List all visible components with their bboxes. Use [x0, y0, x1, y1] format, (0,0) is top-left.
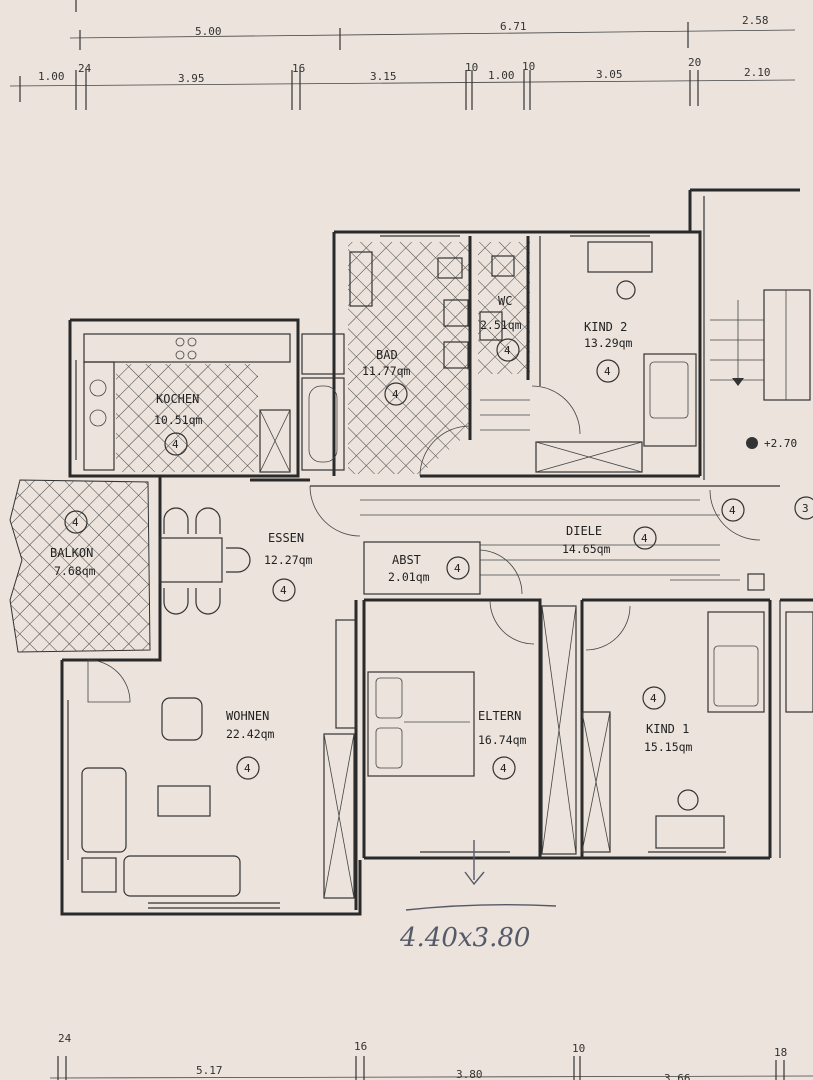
dim-label: 16 [292, 62, 305, 75]
floor-code: 4 [244, 762, 251, 775]
room-name: BALKON [50, 546, 93, 560]
room-area: 11.77qm [362, 364, 411, 378]
dim-label: 5.00 [195, 25, 222, 38]
room-name: KOCHEN [156, 392, 199, 406]
room-kochen: KOCHEN 10.51qm 4 [154, 392, 203, 456]
stair-number: 3 [802, 502, 809, 515]
floor-code: 4 [72, 516, 79, 529]
room-name: BAD [376, 348, 398, 362]
room-name: DIELE [566, 524, 602, 538]
room-name: ELTERN [478, 709, 521, 723]
dim-label: 10 [522, 60, 535, 73]
room-name: ESSEN [268, 531, 304, 545]
floor-code: 4 [172, 438, 179, 451]
room-wc: WC 2.51qm 4 [480, 294, 522, 362]
dim-label: 18 [774, 1046, 787, 1059]
dim-label: 3.15 [370, 70, 397, 83]
room-area: 7.68qm [54, 564, 96, 578]
room-area: 16.74qm [478, 733, 527, 747]
room-name: KIND 2 [584, 320, 627, 334]
stair-number: 4 [729, 504, 736, 517]
floor-code: 4 [454, 562, 461, 575]
dim-label: 24 [78, 62, 92, 75]
dim-label: 1.00 [488, 69, 515, 82]
room-area: 14.65qm [562, 542, 611, 556]
room-name: ABST [392, 553, 421, 567]
doors [87, 385, 761, 703]
walls [60, 188, 813, 916]
dim-label: 2.10 [744, 66, 771, 79]
bottom-dimension-lines [49, 1056, 813, 1080]
floor-code: 4 [650, 692, 657, 705]
room-kind1: 4 KIND 1 15.15qm [642, 686, 693, 754]
room-area: 12.27qm [264, 553, 313, 567]
top-dimension-lines [9, 0, 796, 110]
room-labels: KIND 2 13.29qm 4 WC 2.51qm 4 BAD 11.77qm… [50, 294, 693, 780]
dim-label: 6.71 [500, 20, 527, 33]
dim-label: 20 [688, 56, 701, 69]
staircase: +2.70 4 3 [360, 289, 813, 591]
room-essen: ESSEN 12.27qm 4 [264, 531, 313, 602]
bottom-dimension-labels: 24 5.17 16 3.80 10 3.66 18 [58, 1032, 787, 1080]
room-eltern: ELTERN 16.74qm 4 [478, 709, 527, 780]
room-abst: ABST 2.01qm 4 [388, 553, 470, 584]
room-name: KIND 1 [646, 722, 689, 736]
room-bad: BAD 11.77qm 4 [362, 348, 411, 406]
room-area: 2.01qm [388, 570, 430, 584]
floor-code: 4 [604, 365, 611, 378]
floor-code: 4 [280, 584, 287, 597]
tiled-floors [9, 242, 530, 653]
room-wohnen: WOHNEN 22.42qm 4 [226, 709, 275, 780]
floor-code: 4 [500, 762, 507, 775]
level-marker-icon [746, 437, 758, 449]
furniture [81, 241, 813, 899]
dim-label: 5.17 [196, 1064, 223, 1077]
room-area: 15.15qm [644, 740, 693, 754]
room-area: 22.42qm [226, 727, 275, 741]
room-name: WC [498, 294, 512, 308]
dim-label: 24 [58, 1032, 72, 1045]
room-area: 13.29qm [584, 336, 633, 350]
room-balkon: 4 BALKON 7.68qm [50, 510, 96, 578]
dim-label: 3.66 [664, 1072, 691, 1080]
dim-label: 2.58 [742, 14, 769, 27]
room-area: 2.51qm [480, 318, 522, 332]
level-label: +2.70 [764, 437, 797, 450]
room-area: 10.51qm [154, 413, 203, 427]
dim-label: 3.80 [456, 1068, 483, 1080]
top-dimension-labels: 5.00 6.71 2.58 1.00 24 3.95 16 3.15 10 1… [38, 14, 771, 85]
handwritten-measurement: 4.40x3.80 [399, 923, 530, 953]
floor-code: 4 [392, 388, 399, 401]
room-name: WOHNEN [226, 709, 269, 723]
room-diele: DIELE 14.65qm 4 [562, 524, 657, 556]
room-kind2: KIND 2 13.29qm 4 [584, 320, 633, 383]
dim-label: 10 [465, 61, 478, 74]
floor-code: 4 [641, 532, 648, 545]
floor-code: 4 [504, 344, 511, 357]
dim-label: 16 [354, 1040, 367, 1053]
dim-label: 1.00 [38, 70, 65, 83]
dim-label: 10 [572, 1042, 585, 1055]
dim-label: 3.95 [178, 72, 205, 85]
dim-label: 3.05 [596, 68, 623, 81]
handwritten-annotation: 4.40x3.80 [399, 840, 557, 953]
